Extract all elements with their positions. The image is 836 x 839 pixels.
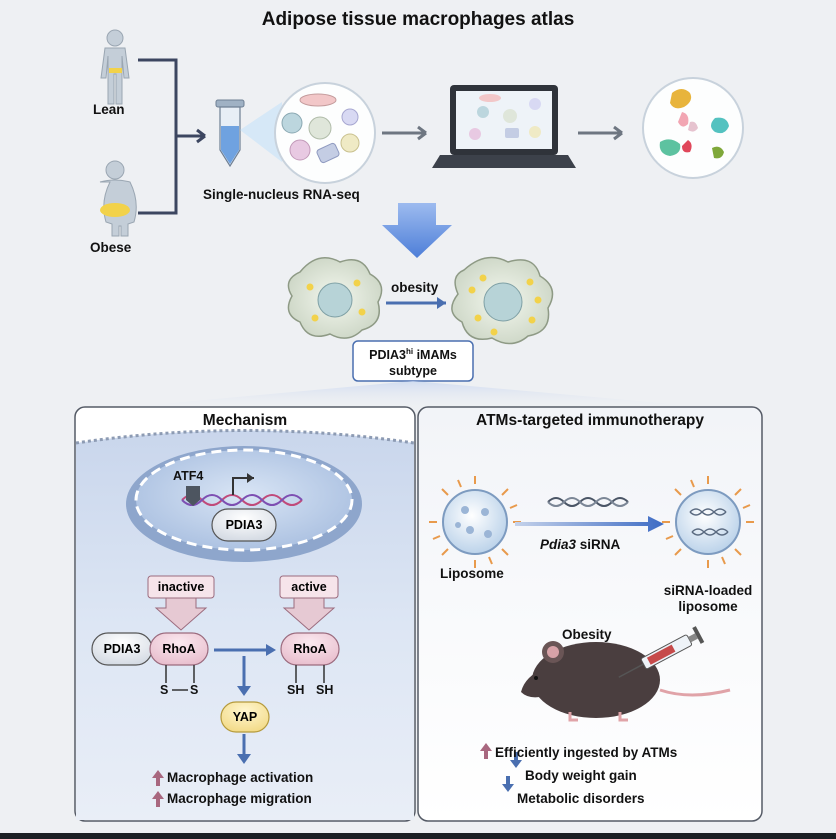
rhoa-right-label: RhoA [293,642,327,656]
rhoa-left-label: RhoA [162,642,196,656]
lean-macrophage-icon [287,257,383,339]
transcription-arrowhead [247,473,254,483]
thiol-left: SH [287,683,305,697]
active-label: active [291,580,327,594]
subtype-gene: PDIA3 [369,348,406,363]
sirna-label: Pdia3 siRNA [540,537,620,552]
yap-pill [220,701,270,733]
sequencing-tube-icon [215,99,245,168]
outcome-activation: Macrophage activation [167,770,314,785]
inactive-label: inactive [157,580,205,594]
obesity-transition-label: obesity [391,280,439,295]
rhoa-pill-left [149,632,209,666]
effect-ingested: Efficiently ingested by ATMs [495,745,678,760]
sirna-gene: Pdia3 [540,537,577,552]
obesity-label: Obesity [562,627,612,642]
obese-label: Obese [90,240,132,255]
subtype-line2: subtype [389,364,437,379]
inactive-callout [147,575,215,631]
effect-arrows [480,743,522,792]
group-connector [138,58,206,215]
atf4-label: ATF4 [173,469,204,483]
pdia3-left-label: PDIA3 [103,642,141,656]
therapy-title: ATMs-targeted immunotherapy [476,412,704,429]
effect-weight: Body weight gain [525,768,637,783]
sirna-rest: siRNA [576,537,621,552]
big-down-arrow [382,203,452,258]
outcome-arrow [237,734,251,764]
syringe-icon [618,626,705,678]
subtype-sup: hi [405,347,414,356]
loaded-liposome-label: siRNA-loaded liposome [660,583,756,615]
sirna-loading-arrow [515,516,664,532]
active-callout [279,575,339,631]
mouse-icon [521,641,731,722]
subtype-label: PDIA3hi iMAMs subtype [353,344,473,379]
flow-arrow [382,125,623,141]
obese-person-icon [99,160,137,237]
cell-population-icon [274,82,376,184]
effect-metabolic: Metabolic disorders [517,791,645,806]
loaded-liposome-icon [662,476,754,568]
cell-membrane [75,429,415,445]
laptop-icon [432,85,576,168]
mechanism-title: Mechanism [202,412,288,429]
bottom-border [0,833,836,839]
sulfur-right: S [190,683,199,697]
sulfur-left: S [160,683,169,697]
pdia3-nuclear-pill [211,508,277,542]
subtype-beam [95,381,740,410]
obese-macrophage-icon [451,256,554,345]
nucleus [126,446,362,562]
thiol-bonds [295,665,325,683]
loaded-line1: siRNA-loaded [663,583,753,598]
lean-label: Lean [93,102,125,117]
liposome-icon [429,476,521,568]
cluster-plot-icon [642,77,744,179]
subtype-rest: iMAMs [413,348,457,363]
atf4-marker [186,486,200,506]
obesity-arrow [386,297,446,309]
yap-arrow [237,656,251,696]
disulfide-bond [165,665,195,691]
tube-beam [240,102,282,162]
activation-arrow [214,644,276,656]
sirna-helix-icon [547,497,629,507]
rhoa-pill-right [280,632,340,666]
method-label: Single-nucleus RNA-seq [203,187,360,202]
pdia3-nuclear-label: PDIA3 [225,518,263,532]
outcome-migration: Macrophage migration [167,791,312,806]
yap-label: YAP [232,710,258,724]
thiol-right: SH [316,683,334,697]
liposome-label: Liposome [440,566,504,581]
up-arrow-icon [152,770,164,807]
lean-person-icon [100,29,130,105]
dna-helix-icon [181,494,303,506]
loaded-line2: liposome [678,599,738,614]
figure-title: Adipose tissue macrophages atlas [261,9,575,30]
